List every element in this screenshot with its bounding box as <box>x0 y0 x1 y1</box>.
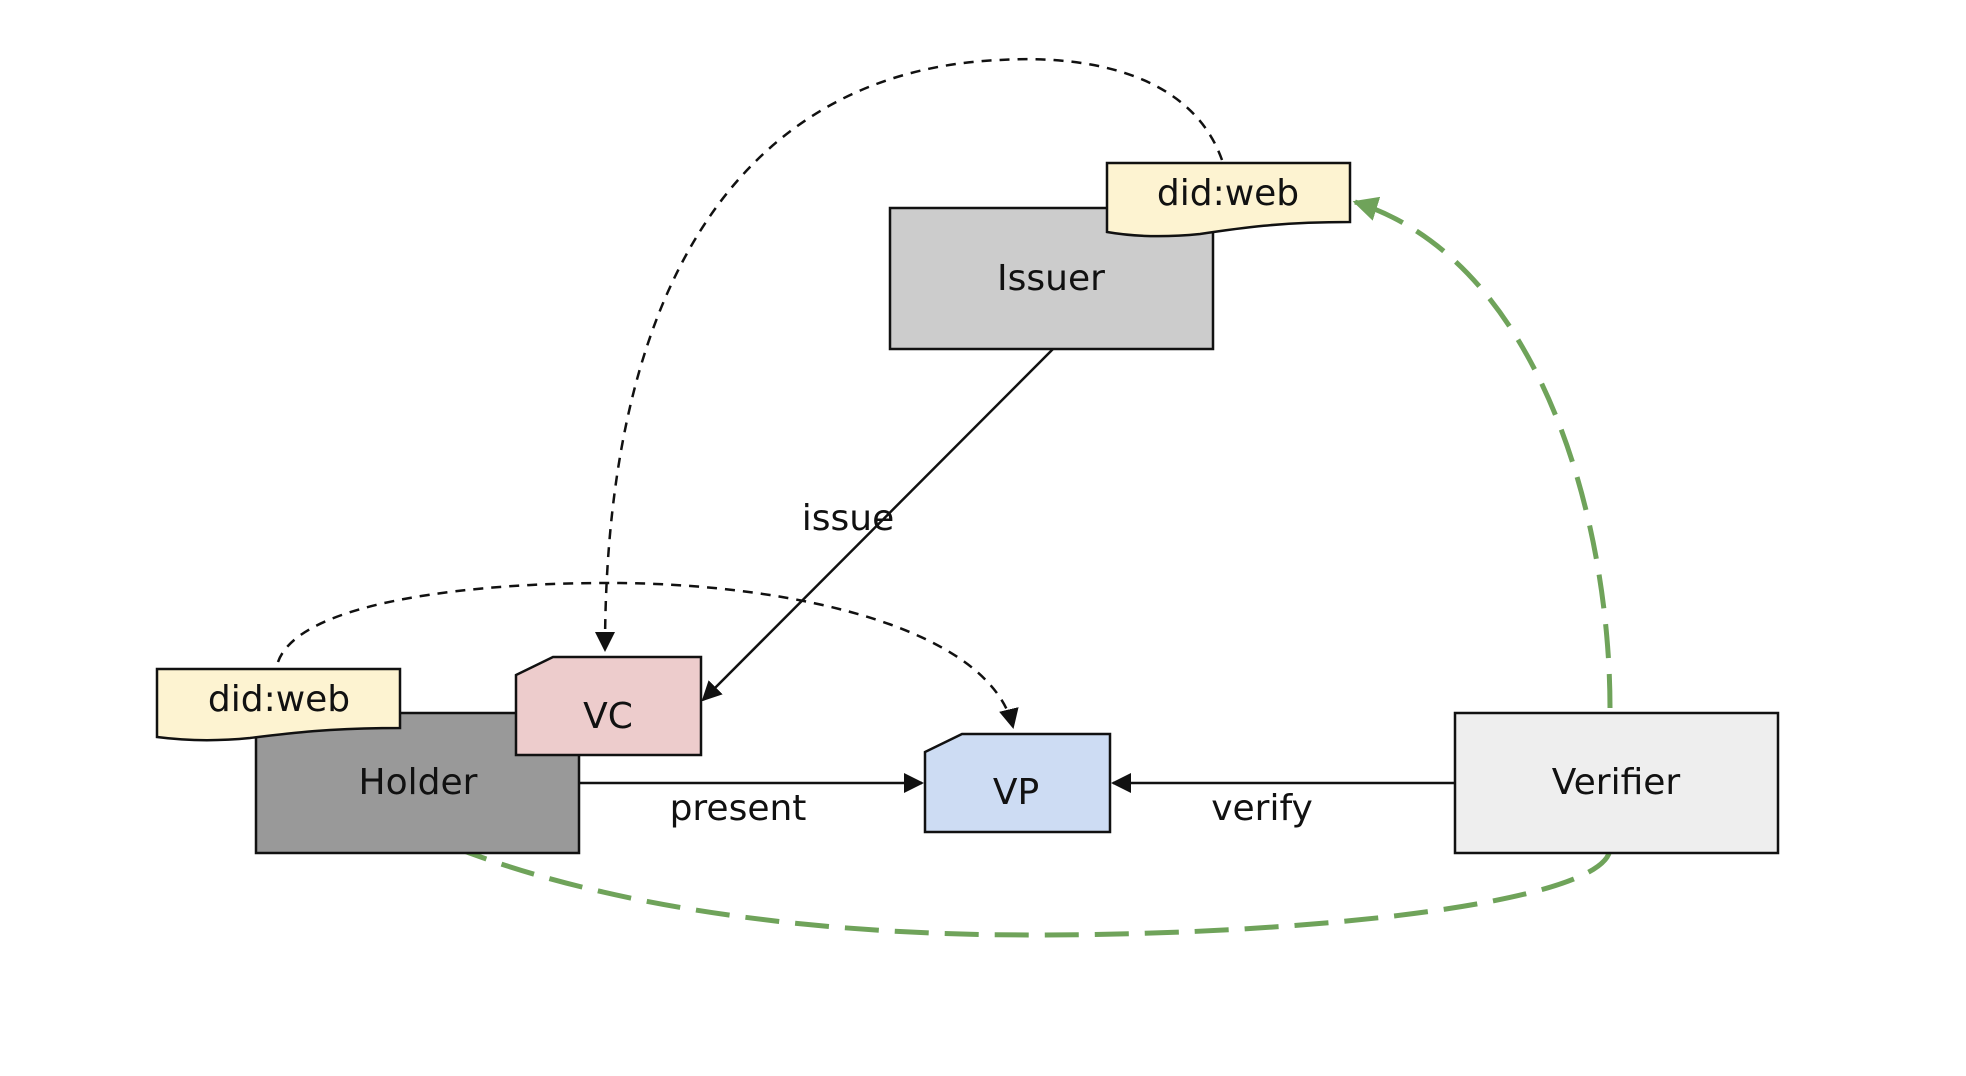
issuer-label: Issuer <box>997 258 1105 299</box>
present-edge-label: present <box>670 788 807 829</box>
verifier-label: Verifier <box>1552 762 1681 803</box>
issuer-did-label: did:web <box>1157 173 1299 214</box>
vp-label: VP <box>993 772 1039 813</box>
issuer-did-document: did:web <box>1105 161 1352 238</box>
issuer-did-to-vc-link <box>595 57 1224 652</box>
issue-edge <box>701 348 1054 702</box>
vc-card: VC <box>514 655 703 757</box>
holder-did-document: did:web <box>155 667 402 742</box>
issue-edge-label: issue <box>802 498 894 539</box>
verifier-to-issuer-did-link <box>1352 196 1613 709</box>
verify-edge-label: verify <box>1211 788 1313 829</box>
verifier-to-holder-did-link <box>280 741 1613 938</box>
verifier-node: Verifier <box>1453 711 1780 855</box>
vc-label: VC <box>583 696 633 737</box>
vp-card: VP <box>923 732 1112 834</box>
holder-did-label: did:web <box>208 679 350 720</box>
holder-label: Holder <box>359 762 478 803</box>
holder-did-to-vp-link <box>276 581 1019 729</box>
